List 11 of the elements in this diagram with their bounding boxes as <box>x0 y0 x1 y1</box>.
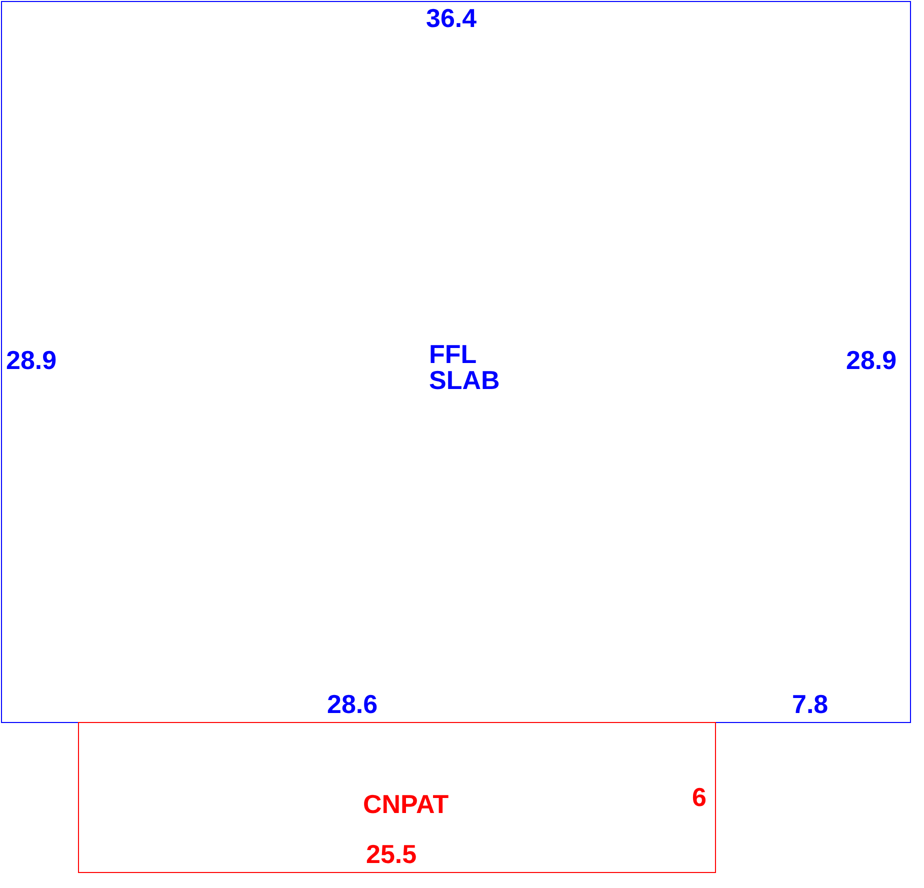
slab-outline <box>1 1 911 723</box>
dimension-label: 25.5 <box>366 841 417 867</box>
dimension-label: 28.9 <box>6 347 57 373</box>
dimension-label: 28.9 <box>846 347 897 373</box>
dimension-label: 7.8 <box>792 691 828 717</box>
dimension-label: 28.6 <box>327 691 378 717</box>
slab-label: FFL SLAB <box>429 341 501 393</box>
dimension-label: 36.4 <box>426 5 477 31</box>
patio-outline <box>78 722 716 873</box>
dimension-label: 6 <box>692 784 706 810</box>
patio-label: CNPAT <box>363 791 449 817</box>
